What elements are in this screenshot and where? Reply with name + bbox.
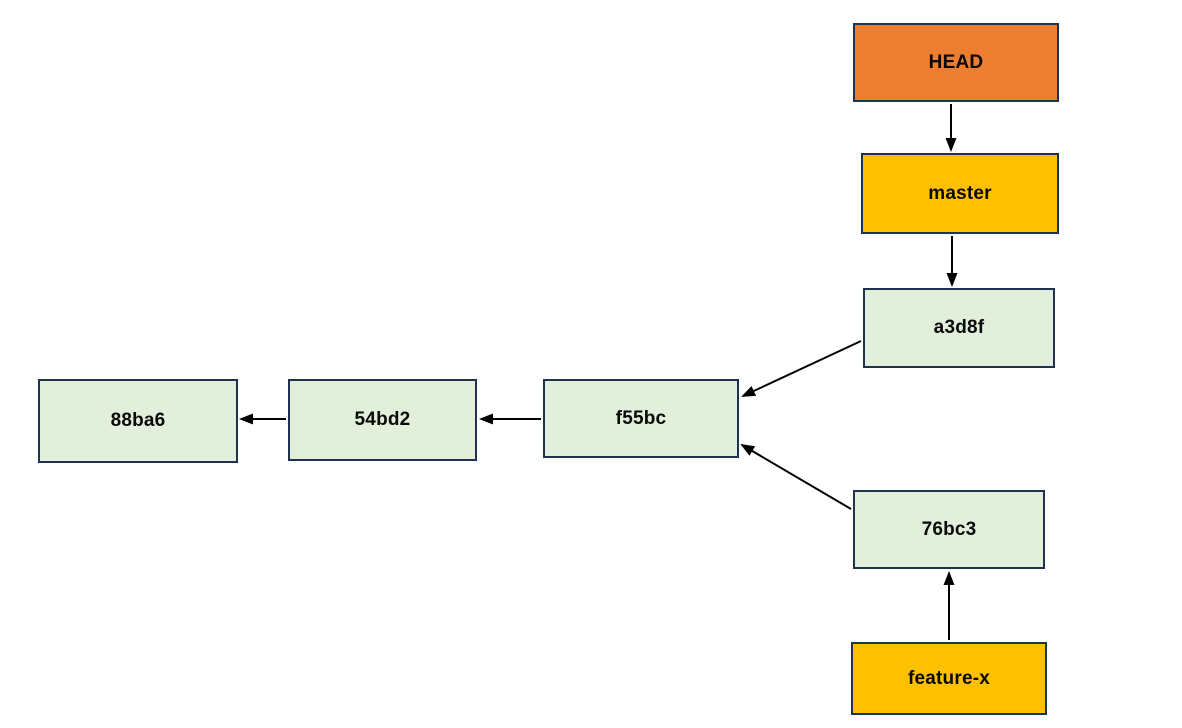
node-88ba6-label: 88ba6	[110, 410, 166, 431]
node-feature-x-label: feature-x	[907, 667, 991, 689]
arrow-76bc3-to-f55bc	[740, 443, 852, 510]
node-commit-54bd2: 54bd2	[288, 379, 477, 461]
node-a3d8f-label: a3d8f	[933, 317, 985, 338]
node-head-pointer: HEAD	[853, 23, 1059, 102]
node-head-label: HEAD	[928, 51, 984, 73]
node-commit-76bc3: 76bc3	[853, 490, 1045, 569]
node-f55bc-label: f55bc	[615, 407, 667, 429]
node-master-label: master	[928, 182, 992, 204]
node-54bd2-label: 54bd2	[354, 409, 411, 430]
node-commit-88ba6: 88ba6	[38, 379, 238, 463]
node-branch-master: master	[861, 153, 1059, 234]
node-76bc3-label: 76bc3	[921, 518, 977, 540]
node-commit-a3d8f: a3d8f	[863, 288, 1055, 368]
arrow-a3d8f-to-f55bc	[741, 340, 862, 397]
node-commit-f55bc: f55bc	[543, 379, 739, 458]
node-branch-feature-x: feature-x	[851, 642, 1047, 715]
